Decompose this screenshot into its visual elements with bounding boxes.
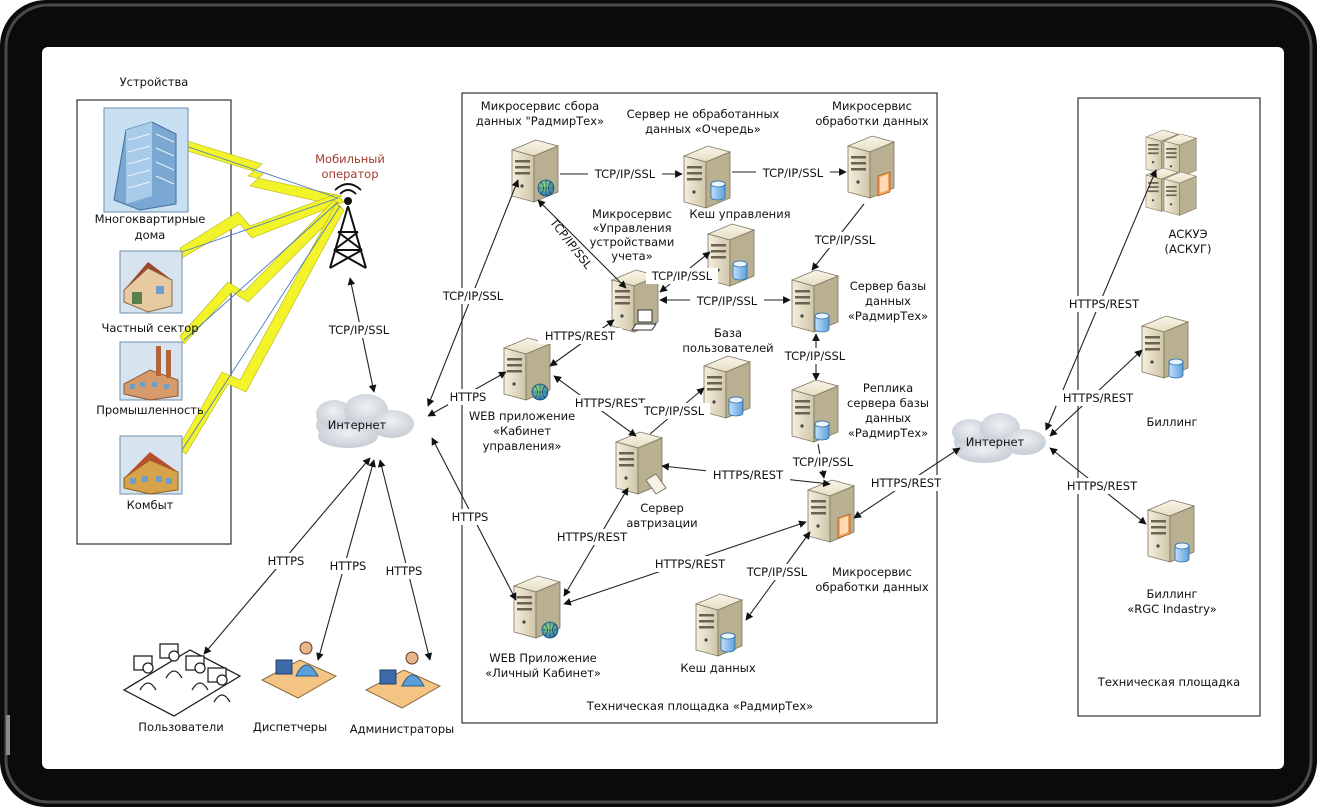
mobile-tower-icon — [329, 183, 367, 269]
external-zone-title: Техническая площадка — [1097, 675, 1240, 689]
data-cache-label: Кеш данных — [680, 661, 756, 675]
edge-label-processing-internet: HTTPS/REST — [871, 476, 942, 490]
devices-zone-title: Устройства — [120, 75, 189, 89]
control-cache-label: Кеш управления — [689, 207, 790, 221]
apartment-building-image — [103, 107, 189, 213]
edge-label-internet-rgc: HTTPS/REST — [1067, 479, 1138, 493]
edge-label-internet-askue: HTTPS/REST — [1069, 297, 1140, 311]
edge-label-auth-processing: HTTPS/REST — [713, 468, 784, 482]
internet-cloud-right-icon — [952, 413, 1046, 463]
edge-label-tower-internet: TCP/IP/SSL — [328, 323, 390, 337]
device-mgmt-server — [611, 269, 659, 333]
replica-server — [791, 379, 839, 443]
edge-label-collector-queue: TCP/IP/SSL — [594, 167, 656, 181]
processing-top-server — [847, 135, 895, 199]
queue-server — [683, 145, 731, 209]
tablet-edge-highlight — [4, 3, 1313, 804]
askue-servers — [1145, 129, 1197, 216]
dispatchers-label: Диспетчеры — [253, 720, 327, 734]
internet-cloud-left-icon — [316, 394, 414, 448]
billing-server — [1141, 315, 1189, 379]
web-cabinet-server — [503, 337, 551, 401]
edge-label-processing-db: TCP/IP/SSL — [814, 233, 876, 247]
billing-rgc-label: Биллинг«RGC Indastry» — [1127, 587, 1217, 616]
db-server — [791, 269, 839, 333]
edge-label-processing-personal: HTTPS/REST — [655, 557, 726, 571]
kombyt-building-image — [119, 435, 183, 495]
auth-server — [615, 431, 667, 495]
billing-label: Биллинг — [1146, 415, 1197, 429]
administrators-label: Администраторы — [350, 722, 454, 736]
protocol-labels: TCP/IP/SSL TCP/IP/SSL HTTPS HTTPS HTTPS … — [266, 165, 1146, 580]
edge-label-internet-personal: HTTPS — [452, 510, 489, 524]
web-personal-server — [513, 575, 561, 639]
edge-label-internet-cabinet: HTTPS — [450, 390, 487, 404]
internet-left-label: Интернет — [328, 418, 387, 432]
edge-label-mgmt-cabinet: HTTPS/REST — [545, 329, 616, 343]
edge-label-dispatchers: HTTPS — [330, 559, 367, 573]
edge-label-db-replica: TCP/IP/SSL — [784, 349, 846, 363]
industry-building-image — [119, 341, 183, 401]
billing-rgc-server — [1147, 499, 1195, 563]
users-db-server — [703, 355, 751, 419]
device-kombyt-label: Комбыт — [127, 498, 174, 512]
processing-bottom-server — [807, 479, 855, 543]
data-cache-server — [695, 593, 743, 657]
radmirtech-zone-title: Техническая площадка «РадмирТех» — [586, 699, 813, 713]
edge-label-auth-usersdb: TCP/IP/SSL — [643, 404, 705, 418]
device-industry-label: Промышленность — [96, 403, 204, 417]
collector-server — [511, 139, 559, 203]
edge-label-queue-processing: TCP/IP/SSL — [762, 166, 824, 180]
internet-right-label: Интернет — [966, 435, 1025, 449]
edge-label-mgmt-db: TCP/IP/SSL — [696, 294, 758, 308]
users-group-icon — [122, 643, 242, 717]
askue-label: АСКУЭ(АСКУГ) — [1164, 227, 1211, 256]
device-private-label: Частный сектор — [101, 321, 198, 335]
devices-zone — [76, 99, 232, 545]
dispatchers-icon — [260, 641, 338, 699]
edge-label-cabinet-auth: HTTPS/REST — [575, 396, 646, 410]
wireless-link-lines — [167, 139, 341, 451]
edge-label-internet-billing: HTTPS/REST — [1063, 391, 1134, 405]
web-personal-label: WEB Приложение«Личный Кабинет» — [485, 651, 601, 680]
edge-label-admins: HTTPS — [386, 564, 423, 578]
private-house-image — [119, 250, 183, 314]
administrators-icon — [364, 651, 442, 709]
tablet-side-button — [6, 715, 10, 755]
edge-label-internet-collector: TCP/IP/SSL — [442, 289, 504, 303]
edge-label-processing-cache: TCP/IP/SSL — [746, 565, 808, 579]
edge-label-mgmt-cache: TCP/IP/SSL — [651, 269, 713, 283]
edge-label-auth-personal: HTTPS/REST — [557, 530, 628, 544]
users-label: Пользователи — [138, 720, 223, 734]
edge-label-users: HTTPS — [268, 554, 305, 568]
edge-label-replica-processing: TCP/IP/SSL — [792, 455, 854, 469]
